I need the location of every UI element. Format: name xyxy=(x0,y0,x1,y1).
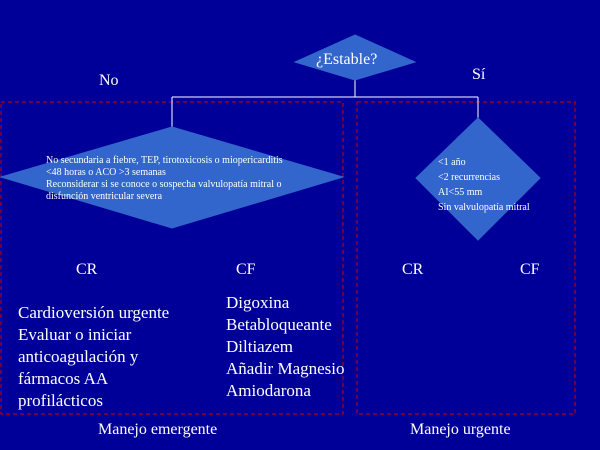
stable-question: ¿Estable? xyxy=(316,51,378,68)
cf-action-item: Betabloqueante xyxy=(226,315,332,334)
yes-criteria-line: <1 año xyxy=(438,157,466,168)
no-criteria-diamond xyxy=(0,126,345,229)
no-criteria-line: No secundaria a fiebre, TEP, tirotoxicos… xyxy=(46,155,283,166)
yes-criteria-diamond xyxy=(415,117,541,241)
no-criteria-line: Reconsiderar si se conoce o sospecha val… xyxy=(46,179,282,190)
no-cf-label: CF xyxy=(236,261,256,278)
urgent-footer: Manejo urgente xyxy=(410,421,511,438)
cr-action-item: anticoagulación y xyxy=(18,347,139,366)
cr-action-item: profilácticos xyxy=(18,391,103,410)
cf-action-item: Amiodarona xyxy=(226,381,311,400)
yes-criteria-line: <2 recurrencias xyxy=(438,172,500,183)
no-cr-label: CR xyxy=(76,261,98,278)
no-criteria-line: disfunción ventricular severa xyxy=(46,191,163,202)
cf-action-item: Digoxina xyxy=(226,293,290,312)
yes-cr-label: CR xyxy=(402,261,424,278)
no-criteria-line: <48 horas o ACO >3 semanas xyxy=(46,167,166,178)
cf-action-item: Diltiazem xyxy=(226,337,294,356)
no-label: No xyxy=(99,72,119,89)
cf-actions-list: Digoxina Betabloqueante Diltiazem Añadir… xyxy=(226,292,345,402)
yes-criteria-line: AI<55 mm xyxy=(438,187,483,198)
cf-action-item: Añadir Magnesio xyxy=(226,359,345,378)
cr-actions-list: Cardioversión urgente Evaluar o iniciar … xyxy=(18,302,169,412)
yes-criteria-line: Sin valvulopatía mitral xyxy=(438,202,530,213)
yes-cf-label: CF xyxy=(520,261,540,278)
yes-label: Sí xyxy=(472,66,486,83)
cr-action-item: Evaluar o iniciar xyxy=(18,325,132,344)
cr-action-item: fármacos AA xyxy=(18,369,109,388)
no-criteria-text: No secundaria a fiebre, TEP, tirotoxicos… xyxy=(46,155,283,203)
emergent-footer: Manejo emergente xyxy=(98,421,218,438)
stable-decision-diamond xyxy=(293,34,417,81)
urgent-panel-border xyxy=(356,101,576,415)
cr-action-item: Cardioversión urgente xyxy=(18,303,170,322)
yes-criteria-text: <1 año <2 recurrencias AI<55 mm Sin valv… xyxy=(438,155,530,215)
